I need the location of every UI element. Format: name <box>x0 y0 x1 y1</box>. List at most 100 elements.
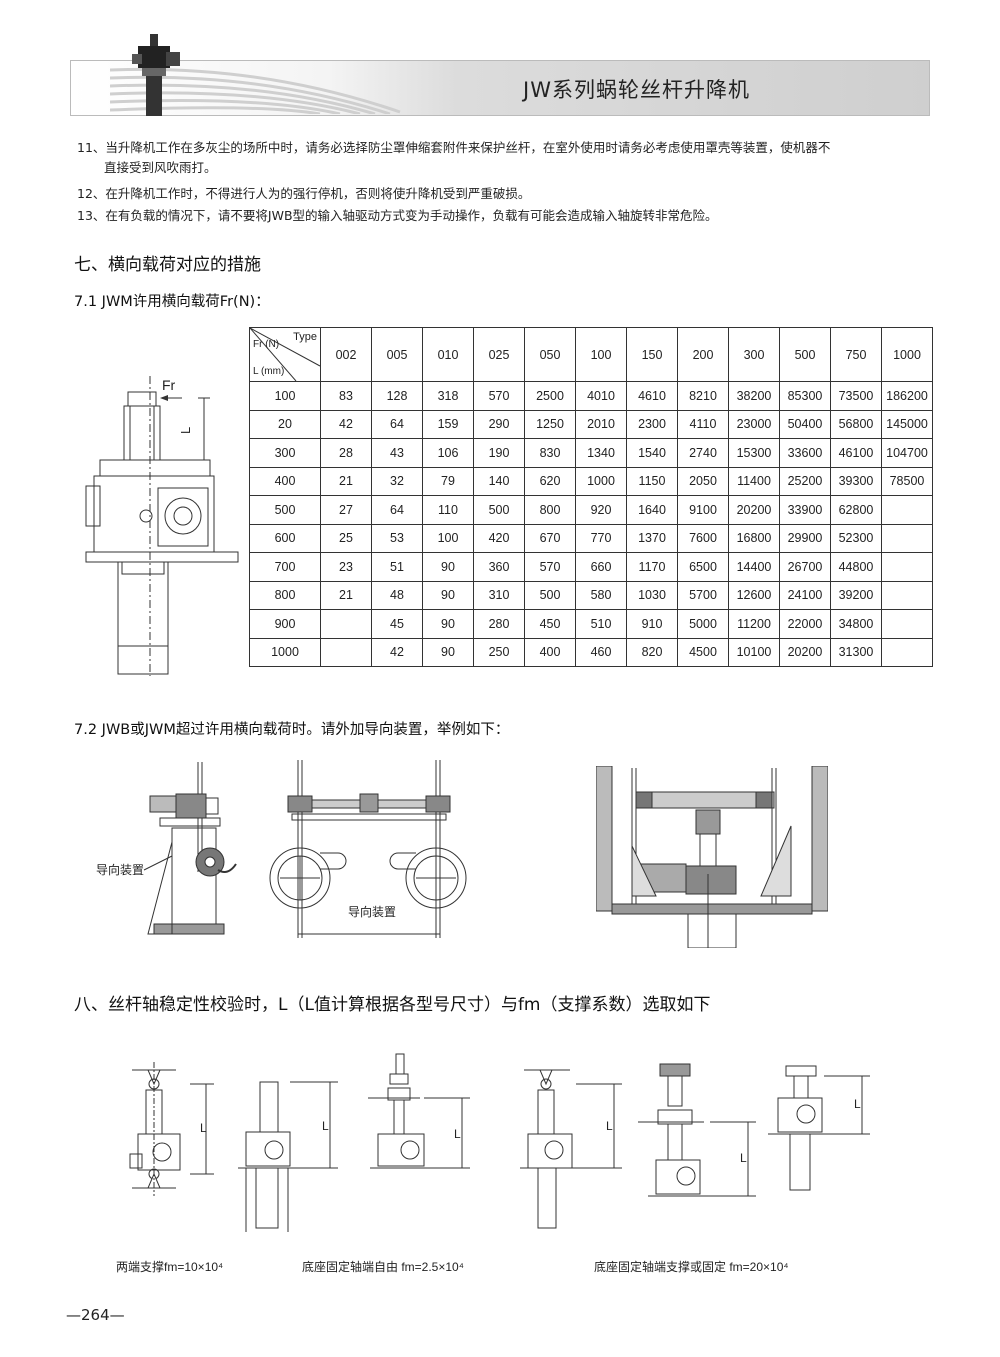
table-cell: 2050 <box>677 466 729 496</box>
table-cell <box>320 637 372 667</box>
table-cell: 500 <box>524 580 576 610</box>
table-cell: 39200 <box>830 580 882 610</box>
table-cell: 26700 <box>779 552 831 582</box>
table-cell: 14400 <box>728 552 780 582</box>
table-cell: 12600 <box>728 580 780 610</box>
l-label-6: L <box>854 1097 861 1111</box>
table-cell: 670 <box>524 523 576 553</box>
corner-l-label: L (mm) <box>253 366 285 377</box>
table-cell <box>881 495 933 525</box>
table-cell: 830 <box>524 438 576 468</box>
table-cell: 90 <box>422 552 474 582</box>
section7-title: 七、横向载荷对应的措施 <box>74 255 261 275</box>
table-cell: 43 <box>371 438 423 468</box>
table-cell: 64 <box>371 409 423 439</box>
table-row-l-cell: 100 <box>249 381 321 411</box>
table-cell: 310 <box>473 580 525 610</box>
table-cell: 79 <box>422 466 474 496</box>
table-cell: 56800 <box>830 409 882 439</box>
table-header-cell: 500 <box>779 327 831 382</box>
table-cell: 53 <box>371 523 423 553</box>
table-cell: 33600 <box>779 438 831 468</box>
table-cell: 90 <box>422 580 474 610</box>
table-cell <box>881 609 933 639</box>
table-cell: 250 <box>473 637 525 667</box>
table-header-row: Type Fr (N) L (mm) 002 005 010 025 050 1… <box>249 327 933 382</box>
table-cell: 4500 <box>677 637 729 667</box>
corner-type-label: Type <box>293 331 317 343</box>
table-cell <box>881 580 933 610</box>
table-cell: 22000 <box>779 609 831 639</box>
section8-title: 八、丝杆轴稳定性校验时，L（L值计算根据各型号尺寸）与fm（支撑系数）选取如下 <box>74 995 711 1015</box>
table-cell: 400 <box>524 637 576 667</box>
table-cell: 2500 <box>524 381 576 411</box>
l-label-4: L <box>606 1119 613 1133</box>
table-cell: 38200 <box>728 381 780 411</box>
table-cell: 1370 <box>626 523 678 553</box>
table-cell: 33900 <box>779 495 831 525</box>
table-cell: 4610 <box>626 381 678 411</box>
lift-fr-figure: Fr L <box>85 376 239 676</box>
table-header-cell: 002 <box>320 327 372 382</box>
note-11-line2: 直接受到风吹雨打。 <box>104 160 217 175</box>
table-corner-cell: Type Fr (N) L (mm) <box>249 327 321 382</box>
table-row-l-cell: 20 <box>249 409 321 439</box>
table-cell: 44800 <box>830 552 882 582</box>
table-cell: 1640 <box>626 495 678 525</box>
table-cell: 820 <box>626 637 678 667</box>
table-cell: 4010 <box>575 381 627 411</box>
table-cell: 73500 <box>830 381 882 411</box>
fr-load-table: Type Fr (N) L (mm) 002 005 010 025 050 1… <box>249 327 933 667</box>
header-title: JW系列蜗轮丝杆升降机 <box>523 78 750 102</box>
table-cell: 39300 <box>830 466 882 496</box>
table-cell: 20200 <box>728 495 780 525</box>
table-cell: 1250 <box>524 409 576 439</box>
table-row-l-cell: 900 <box>249 609 321 639</box>
table-cell: 186200 <box>881 381 933 411</box>
table-cell: 90 <box>422 637 474 667</box>
table-header-cell: 150 <box>626 327 678 382</box>
table-cell: 6500 <box>677 552 729 582</box>
table-cell: 1030 <box>626 580 678 610</box>
table-cell: 190 <box>473 438 525 468</box>
note-11-line1: 11、当升降机工作在多灰尘的场所中时，请务必选择防尘罩伸缩套附件来保护丝杆，在室… <box>77 140 831 155</box>
table-cell: 8210 <box>677 381 729 411</box>
table-header-cell: 100 <box>575 327 627 382</box>
table-header-cell: 025 <box>473 327 525 382</box>
table-cell: 64 <box>371 495 423 525</box>
table-cell: 90 <box>422 609 474 639</box>
table-header-cell: 750 <box>830 327 882 382</box>
table-cell: 31300 <box>830 637 882 667</box>
table-cell: 11400 <box>728 466 780 496</box>
table-cell: 910 <box>626 609 678 639</box>
table-cell: 78500 <box>881 466 933 496</box>
fr-label: Fr <box>162 377 176 393</box>
table-row-l-cell: 500 <box>249 495 321 525</box>
table-cell: 10100 <box>728 637 780 667</box>
table-cell: 660 <box>575 552 627 582</box>
table-cell: 23 <box>320 552 372 582</box>
table-cell: 510 <box>575 609 627 639</box>
table-cell: 159 <box>422 409 474 439</box>
table-cell: 318 <box>422 381 474 411</box>
section7-sub1: 7.1 JWM许用横向载荷Fr(N)： <box>74 294 270 310</box>
table-cell: 1540 <box>626 438 678 468</box>
table-cell: 51 <box>371 552 423 582</box>
table-cell: 360 <box>473 552 525 582</box>
table-cell: 450 <box>524 609 576 639</box>
table-cell: 5000 <box>677 609 729 639</box>
table-cell: 42 <box>371 637 423 667</box>
table-cell: 110 <box>422 495 474 525</box>
table-cell: 32 <box>371 466 423 496</box>
table-header-cell: 200 <box>677 327 729 382</box>
table-cell: 770 <box>575 523 627 553</box>
guide-figure-frame <box>596 766 828 948</box>
table-cell: 21 <box>320 580 372 610</box>
l-dimension-label: L <box>178 427 193 434</box>
guide-device-label-2: 导向装置 <box>348 904 396 919</box>
table-cell: 9100 <box>677 495 729 525</box>
table-cell: 25200 <box>779 466 831 496</box>
